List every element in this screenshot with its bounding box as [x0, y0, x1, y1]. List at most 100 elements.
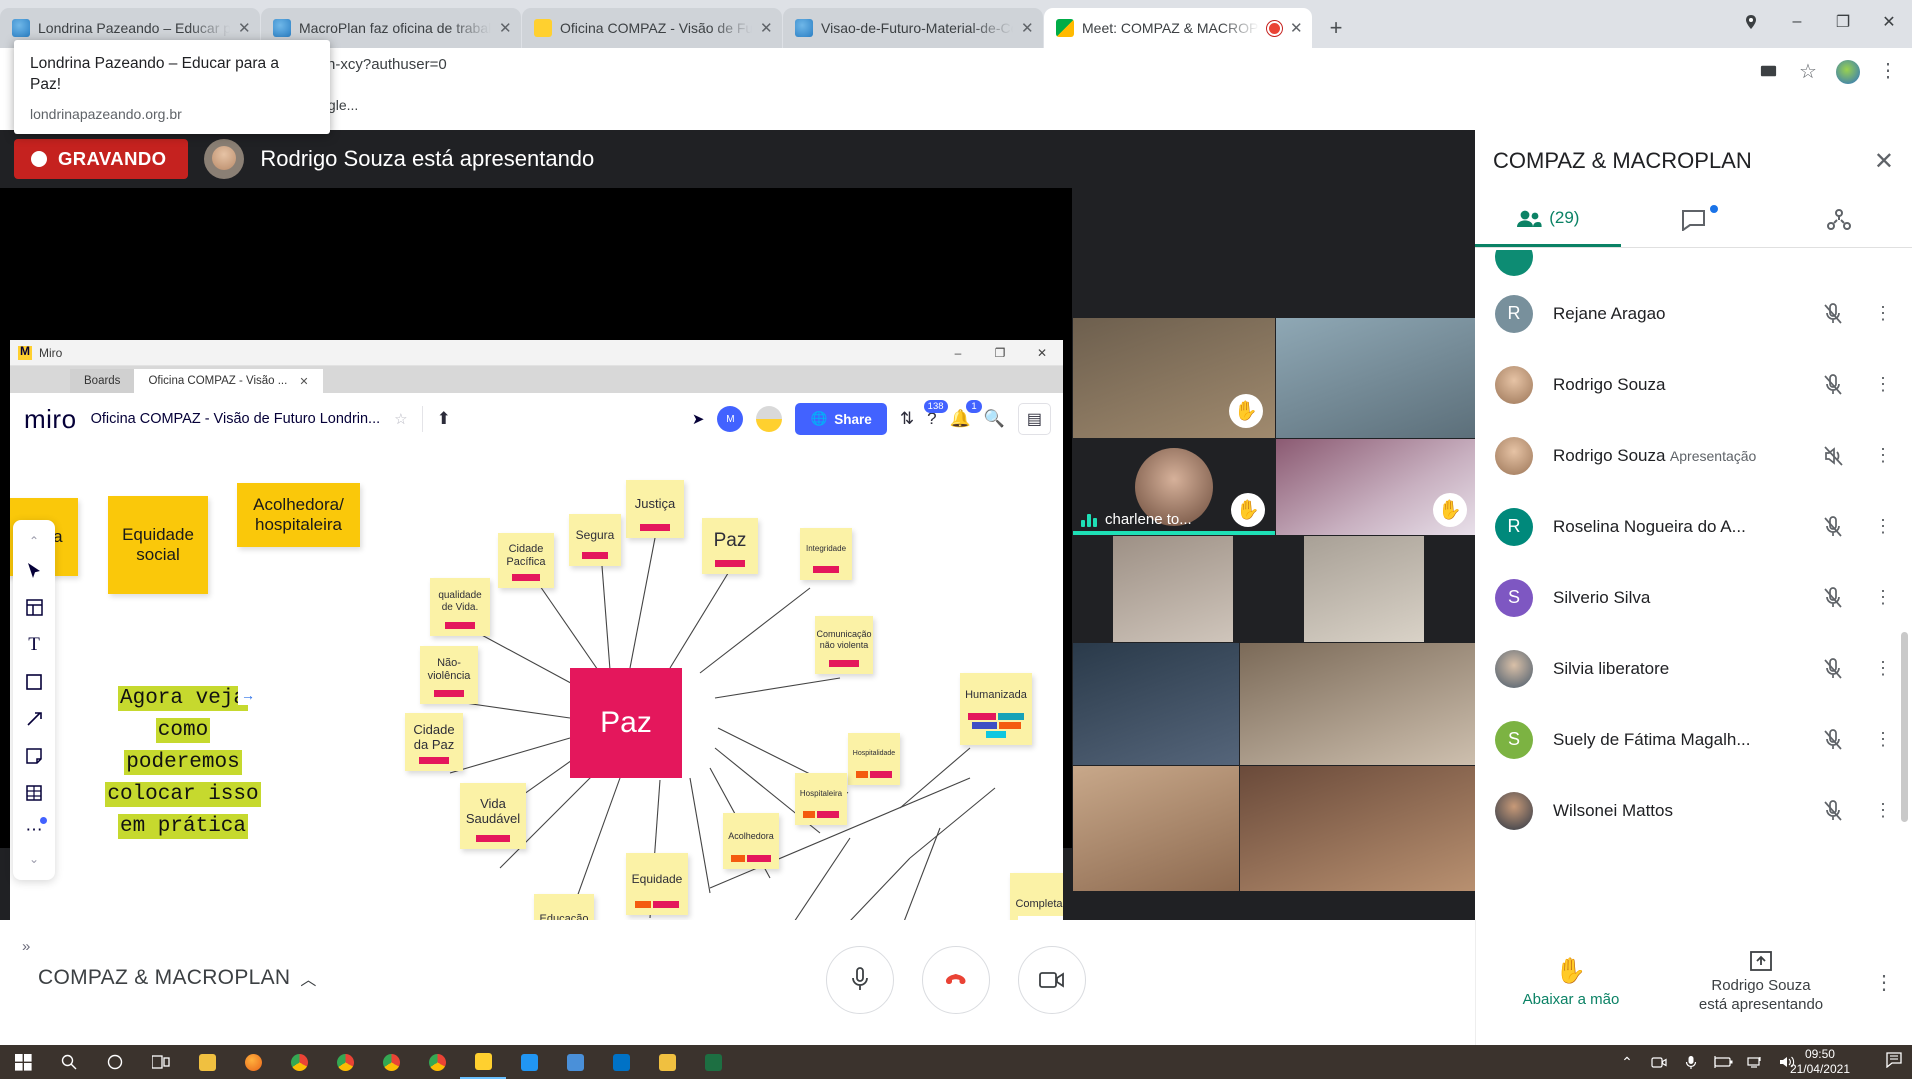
sticky-note-tool[interactable]	[13, 737, 55, 774]
miro-maximize-button[interactable]: ❐	[994, 346, 1006, 360]
taskbar-calculator[interactable]	[552, 1045, 598, 1079]
more-tools[interactable]: ⋯	[13, 811, 55, 848]
taskbar-folder[interactable]	[644, 1045, 690, 1079]
panel-icon[interactable]: ▤	[1017, 403, 1051, 435]
participant-row[interactable]: S Suely de Fátima Magalh... ⋮	[1475, 704, 1912, 775]
browser-tab-4[interactable]: Visao-de-Futuro-Material-de-Co ✕	[783, 8, 1043, 48]
participant-tile[interactable]: charlene to... ✋	[1073, 439, 1275, 535]
mic-off-icon[interactable]	[1818, 586, 1848, 609]
tab-close-icon[interactable]: ✕	[238, 19, 251, 37]
cast-icon[interactable]	[1750, 54, 1786, 90]
tab-close-icon[interactable]: ✕	[1290, 19, 1303, 37]
mic-off-icon[interactable]	[1818, 373, 1848, 396]
sticky-note[interactable]: Integridade	[800, 528, 852, 580]
miro-close-button[interactable]: ✕	[1036, 346, 1048, 360]
arrow-right-icon[interactable]: →	[238, 685, 258, 705]
participant-row[interactable]: Rodrigo Souza ⋮	[1475, 349, 1912, 420]
mic-off-icon[interactable]	[1818, 657, 1848, 680]
sticky-note[interactable]: Hospitalidade	[848, 733, 900, 785]
bell-icon[interactable]: 🔔 1	[950, 400, 982, 429]
more-vert-icon[interactable]: ⋮	[1874, 729, 1892, 749]
sticky-note-big[interactable]: Equidade social	[108, 496, 208, 594]
upload-icon[interactable]: ⬆	[436, 409, 451, 428]
taskbar-search[interactable]	[46, 1045, 92, 1079]
hangup-button[interactable]	[922, 946, 990, 1014]
participant-row[interactable]: Yone Silva ⋮	[1475, 846, 1912, 850]
taskbar-chrome-1[interactable]	[276, 1045, 322, 1079]
sticky-note[interactable]: Cidade da Paz	[405, 713, 463, 771]
participant-row[interactable]: Silvia liberatore ⋮	[1475, 633, 1912, 704]
taskbar-file-explorer[interactable]	[184, 1045, 230, 1079]
sticky-note[interactable]: Hospitaleira	[795, 773, 847, 825]
sticky-note[interactable]: Paz	[702, 518, 758, 574]
tab-close-icon[interactable]: ✕	[760, 19, 773, 37]
participant-row[interactable]: R Rejane Aragao ⋮	[1475, 278, 1912, 349]
tab-close-icon[interactable]: ✕	[1021, 19, 1034, 37]
mic-off-icon[interactable]	[1818, 515, 1848, 538]
sticky-note[interactable]: Humanizada	[960, 673, 1032, 745]
battery-icon[interactable]	[1708, 1056, 1738, 1068]
microphone-icon[interactable]	[1676, 1055, 1706, 1070]
speaker-off-icon[interactable]	[1818, 445, 1848, 467]
grid-tool[interactable]	[13, 774, 55, 811]
shape-tool[interactable]	[13, 663, 55, 700]
miro-tab-board[interactable]: Oficina COMPAZ - Visão ... ✕	[134, 369, 323, 393]
participant-tile[interactable]	[1073, 643, 1239, 765]
participant-row[interactable]: S Silverio Silva ⋮	[1475, 562, 1912, 633]
participants-list[interactable]: R Rejane Aragao ⋮ Rodrigo Souza ⋮	[1475, 250, 1912, 850]
miro-board-name[interactable]: Oficina COMPAZ - Visão de Futuro Londrin…	[90, 411, 381, 427]
templates-tool[interactable]	[13, 589, 55, 626]
toolbar-collapse-up[interactable]: ⌃	[28, 534, 40, 548]
more-vert-icon[interactable]: ⋮	[1874, 972, 1894, 994]
window-close-button[interactable]: ✕	[1882, 14, 1896, 31]
camera-button[interactable]	[1018, 946, 1086, 1014]
more-vert-icon[interactable]: ⋮	[1874, 445, 1892, 465]
volume-icon[interactable]	[1772, 1055, 1802, 1069]
window-minimize-button[interactable]: –	[1792, 13, 1802, 30]
cursor-follow-icon[interactable]: ➤	[691, 411, 705, 428]
new-tab-button[interactable]: +	[1329, 15, 1343, 40]
tab-close-icon[interactable]: ✕	[499, 19, 512, 37]
more-vert-icon[interactable]: ⋮	[1874, 587, 1892, 607]
taskbar-mail[interactable]	[506, 1045, 552, 1079]
sticky-note[interactable]: qualidade de Vida.	[430, 578, 490, 636]
avatar[interactable]: M	[717, 406, 744, 432]
sticky-note[interactable]: Cidade Pacífica	[498, 533, 554, 588]
browser-tab-5[interactable]: Meet: COMPAZ & MACROPL ✕	[1044, 8, 1312, 48]
double-chevron-right-icon[interactable]: »	[22, 938, 31, 955]
window-maximize-button[interactable]: ❐	[1835, 14, 1851, 31]
more-vert-icon[interactable]: ⋮	[1874, 374, 1892, 394]
taskbar-cortana[interactable]	[92, 1045, 138, 1079]
chevron-up-icon[interactable]: ︿	[300, 972, 317, 989]
profile-avatar-icon[interactable]	[1830, 54, 1866, 90]
close-icon[interactable]: ✕	[299, 375, 309, 388]
star-icon[interactable]: ☆	[394, 411, 408, 428]
share-button[interactable]: 🌐 Share	[795, 403, 887, 435]
presenting-status-button[interactable]: Rodrigo Souza está apresentando	[1666, 950, 1856, 1015]
participant-tile[interactable]	[1240, 766, 1475, 891]
browser-tab-3[interactable]: Oficina COMPAZ - Visão de Futu ✕	[522, 8, 782, 48]
more-vert-icon[interactable]: ⋮	[1874, 800, 1892, 820]
participant-tile[interactable]	[1073, 536, 1275, 642]
tab-activities[interactable]	[1766, 192, 1912, 247]
participant-tile[interactable]: ✋	[1276, 439, 1475, 535]
taskbar-chrome-4[interactable]	[414, 1045, 460, 1079]
participant-tile[interactable]	[1073, 766, 1239, 891]
taskbar-excel[interactable]	[690, 1045, 736, 1079]
mindmap-center-node[interactable]: Paz	[570, 668, 682, 778]
sticky-note[interactable]: Vida Saudável	[460, 783, 526, 849]
windows-start-icon[interactable]	[0, 1045, 46, 1079]
sticky-note-big[interactable]: Acolhedora/ hospitaleira	[237, 483, 360, 547]
meeting-name-group[interactable]: COMPAZ & MACROPLAN ︿	[38, 966, 316, 990]
sticky-note[interactable]: Comunicação não violenta	[815, 616, 873, 674]
taskbar-task-view[interactable]	[138, 1045, 184, 1079]
close-icon[interactable]: ✕	[1873, 147, 1894, 175]
participant-tile[interactable]	[1240, 643, 1475, 765]
more-vert-icon[interactable]: ⋮	[1874, 658, 1892, 678]
browser-profile-badge-icon[interactable]	[1728, 0, 1774, 44]
taskbar-outlook[interactable]	[598, 1045, 644, 1079]
tab-people[interactable]: (29)	[1475, 192, 1621, 247]
participant-row[interactable]: Wilsonei Mattos ⋮	[1475, 775, 1912, 846]
participant-row[interactable]: R Roselina Nogueira do A... ⋮	[1475, 491, 1912, 562]
miro-minimize-button[interactable]: –	[954, 346, 962, 360]
